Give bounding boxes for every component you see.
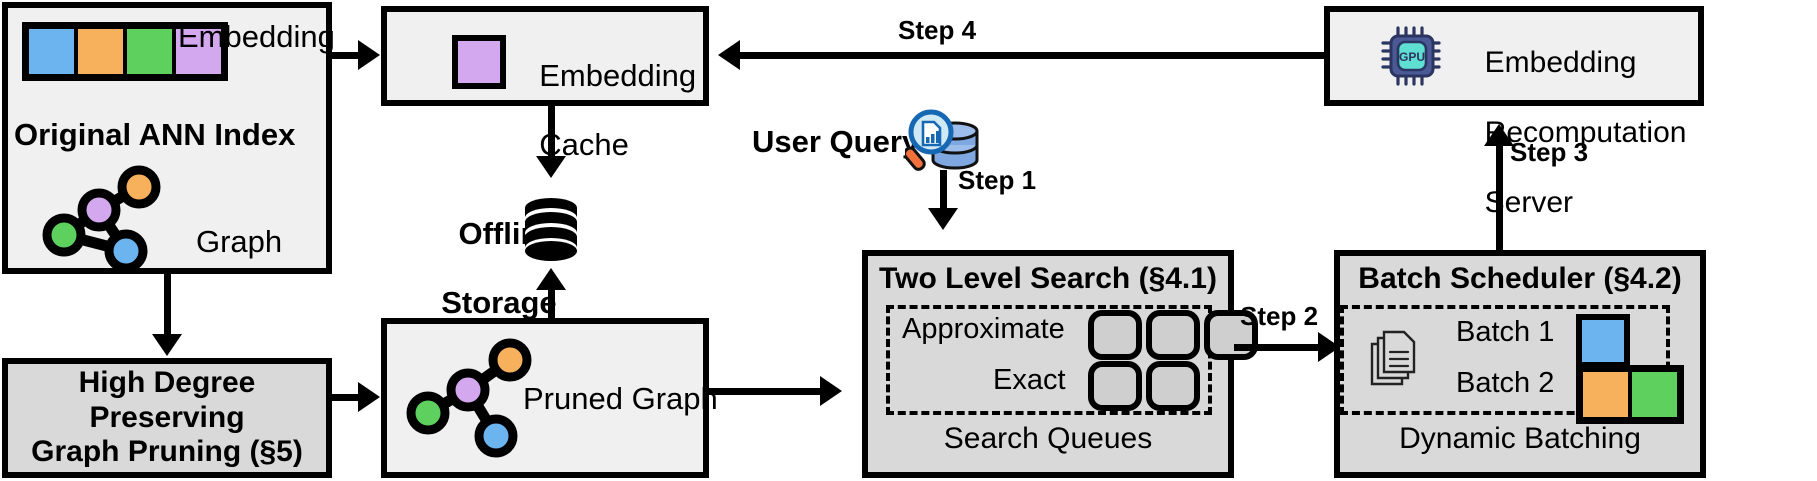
connector-index-to-pruning [164, 274, 171, 336]
offline-storage-label: Offline Storage [424, 182, 557, 321]
arrowhead-step4 [718, 40, 740, 70]
connector-step4 [740, 52, 1324, 59]
dynamic-batching-dashed-panel [1340, 305, 1670, 415]
embedding-cell-green [125, 27, 174, 76]
pruned-node-green [406, 391, 450, 435]
graph-pruning-title-line1: High Degree Preserving [78, 366, 256, 434]
embedding-cell-orange [76, 27, 125, 76]
batch-scheduler-title: Batch Scheduler (§4.2) [1358, 262, 1682, 295]
arrowhead-cache-to-storage [536, 156, 566, 178]
graph-label: Graph [196, 224, 283, 259]
arrowhead-step1 [928, 208, 958, 230]
search-queues-dashed-panel [886, 305, 1212, 415]
arrowhead-step3 [1484, 124, 1514, 146]
approximate-queue-slots [1088, 310, 1258, 360]
graph-node-purple [77, 188, 121, 232]
queue-slot[interactable] [1204, 310, 1258, 360]
arrowhead-index-to-cache [358, 40, 380, 70]
approximate-queue-label: Approximate [902, 313, 1065, 345]
connector-index-to-cache [332, 52, 360, 59]
documents-icon [1368, 328, 1420, 390]
two-level-search-title: Two Level Search (§4.1) [879, 262, 1217, 295]
embedding-cache-box [381, 6, 709, 106]
batch-2-swatch-orange [1581, 370, 1630, 419]
recomputation-server-line2: Recomputation [1484, 116, 1687, 150]
step2-label: Step 2 [1240, 301, 1319, 331]
connector-pruned-graph-to-storage [548, 290, 555, 322]
pruned-graph-label: Pruned Graph [523, 381, 718, 416]
connector-cache-to-storage [548, 106, 555, 158]
recomputation-server-box [1324, 6, 1704, 106]
exact-queue-label: Exact [993, 364, 1066, 396]
graph-node-blue [104, 229, 148, 270]
graph-node-green [42, 213, 86, 257]
step3-label: Step 3 [1510, 137, 1589, 167]
original-ann-index-title: Original ANN Index [14, 117, 296, 152]
arrowhead-pruned-graph-to-storage [536, 268, 566, 290]
step1-label: Step 1 [958, 165, 1037, 195]
query-search-database-icon [905, 105, 983, 175]
batch-2-label: Batch 2 [1456, 367, 1555, 399]
batch-2-swatch-green [1630, 370, 1679, 419]
user-query-label: User Query [752, 124, 920, 159]
embedding-cache-swatch [452, 35, 506, 89]
embedding-label: Embedding [178, 19, 335, 54]
graph-pruning-title-line2: Graph Pruning (§5) [31, 435, 303, 469]
pruned-node-purple [446, 368, 490, 412]
offline-storage-line2: Storage [441, 285, 557, 321]
database-icon [520, 196, 582, 266]
queue-slot[interactable] [1088, 361, 1142, 411]
queue-slot[interactable] [1088, 310, 1142, 360]
pruned-node-blue [474, 414, 518, 458]
recomputation-server-label: Embedding Recomputation Server [1468, 10, 1687, 221]
graph-pruning-box: High Degree Preserving Graph Pruning (§5… [2, 358, 332, 478]
connector-step1 [940, 170, 947, 212]
search-queues-footer: Search Queues [943, 422, 1153, 455]
step4-label: Step 4 [898, 15, 977, 45]
connector-pruned-graph-to-search [709, 388, 821, 395]
queue-slot[interactable] [1146, 361, 1200, 411]
embedding-cache-line1: Embedding [539, 57, 697, 93]
arrowhead-pruned-graph-to-search [820, 376, 842, 406]
embedding-cell-purple [174, 27, 223, 76]
connector-step2 [1234, 344, 1322, 351]
original-graph-illustration [34, 165, 174, 270]
batch-2-swatches [1576, 365, 1684, 424]
embedding-cell-blue [27, 27, 76, 76]
exact-queue-slots [1088, 361, 1200, 411]
connector-step3 [1496, 146, 1503, 252]
batch-1-label: Batch 1 [1456, 316, 1555, 348]
recomputation-server-line3: Server [1484, 186, 1574, 220]
pruned-graph-illustration [400, 338, 550, 458]
graph-node-orange [117, 165, 161, 209]
recomputation-server-line1: Embedding [1484, 46, 1637, 80]
arrowhead-index-to-pruning [152, 334, 182, 356]
batch-1-swatch-blue [1576, 314, 1630, 368]
arrowhead-pruning-to-pruned-graph [358, 382, 380, 412]
pruned-node-orange [488, 338, 532, 382]
gpu-icon-text: GPU [1399, 50, 1425, 64]
connector-pruning-to-pruned-graph [332, 394, 360, 401]
embedding-vector-swatches [22, 22, 228, 81]
dynamic-batching-footer: Dynamic Batching [1399, 422, 1641, 455]
gpu-chip-icon: GPU [1380, 25, 1444, 87]
queue-slot[interactable] [1146, 310, 1200, 360]
